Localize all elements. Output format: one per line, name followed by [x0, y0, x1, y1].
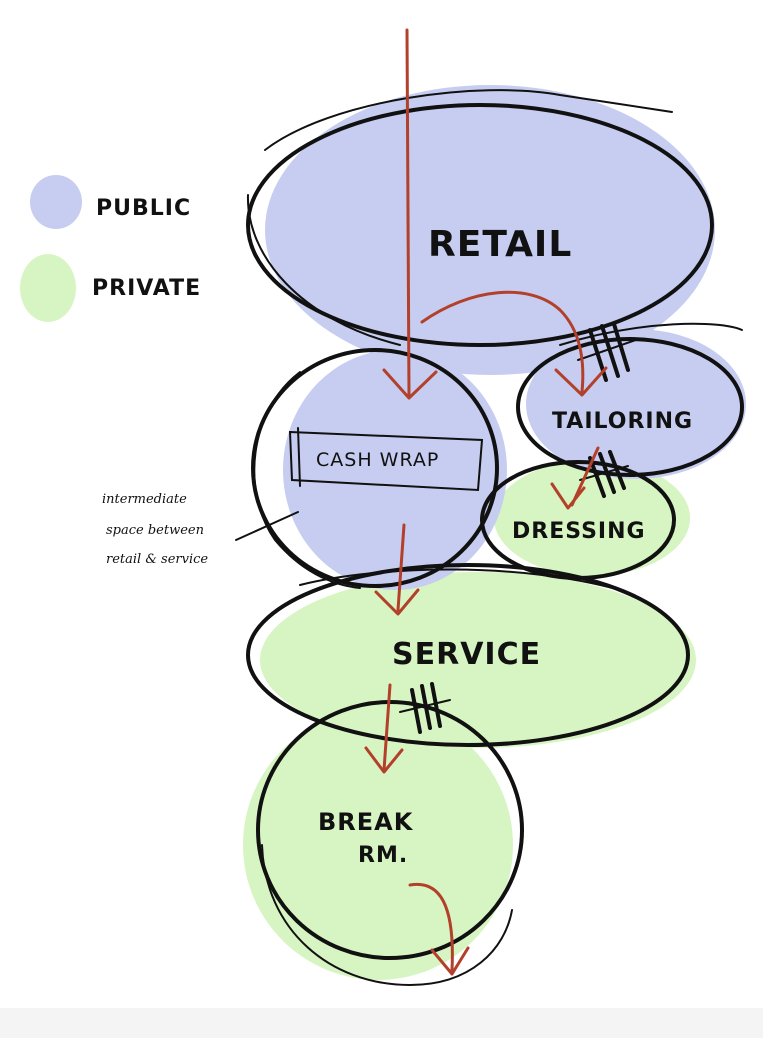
legend-swatch-public: [30, 175, 82, 229]
zone-labels: RETAIL CASH WRAP TAILORING DRESSING SERV…: [316, 224, 693, 868]
dressing-fill: [494, 460, 690, 576]
zone-label-retail: RETAIL: [428, 224, 572, 265]
service-outline-overstroke: [299, 568, 621, 591]
annotation-line-3: retail & service: [106, 552, 208, 567]
arrow-tailoring-to-dressing: [550, 446, 600, 510]
tailoring-barrier-hatch-icon: [577, 322, 637, 382]
annotation: intermediate space between retail & serv…: [102, 492, 299, 567]
hatch-mark-icon: [399, 322, 637, 734]
cash-wrap-outline: [251, 348, 499, 588]
legend-swatch-private: [20, 254, 76, 322]
zone-label-tailoring: TAILORING: [552, 409, 693, 434]
service-outline: [246, 563, 690, 747]
retail-outline-overstroke: [264, 89, 673, 151]
tailoring-outline-overstroke: [559, 322, 743, 346]
tailoring-outline: [516, 337, 744, 477]
legend-label-private: PRIVATE: [92, 276, 201, 301]
cash-wrap-counter: [288, 427, 484, 492]
retail-outline-overstroke: [246, 194, 401, 346]
arrow-retail-to-tailoring: [420, 290, 608, 397]
zone-label-cash-wrap: CASH WRAP: [316, 449, 439, 471]
footer-band: [0, 1008, 763, 1038]
zone-outlines: [246, 89, 744, 987]
service-barrier-hatch-icon: [399, 682, 451, 734]
annotation-line-1: intermediate: [102, 492, 187, 507]
legend-label-public: PUBLIC: [96, 196, 191, 221]
cash-wrap-fill: [283, 350, 507, 590]
break-rm-outline-overstroke: [261, 844, 513, 987]
zone-label-break-rm-line-2: RM.: [358, 843, 408, 868]
arrow-entry-to-cash-wrap: [382, 28, 438, 400]
break-rm-fill: [243, 710, 513, 980]
zone-fills: [243, 85, 746, 980]
arrow-service-to-break-rm: [364, 683, 404, 774]
zone-label-break-rm-line-1: BREAK: [318, 808, 414, 836]
zone-label-service: SERVICE: [392, 637, 541, 672]
dressing-barrier-hatch-icon: [579, 450, 629, 498]
retail-outline: [246, 103, 714, 347]
annotation-line-2: space between: [106, 523, 204, 538]
annotation-leader-line: [235, 511, 299, 541]
zone-label-dressing: DRESSING: [512, 519, 646, 544]
legend: PUBLIC PRIVATE: [20, 175, 201, 322]
arrow-cash-wrap-to-service: [374, 523, 420, 616]
legend-item-public: PUBLIC: [30, 175, 191, 229]
tailoring-fill: [526, 329, 746, 479]
legend-item-private: PRIVATE: [20, 254, 201, 322]
retail-fill: [265, 85, 715, 375]
red-arrow-icon: [364, 28, 608, 976]
arrow-break-rm-exit: [408, 882, 470, 976]
